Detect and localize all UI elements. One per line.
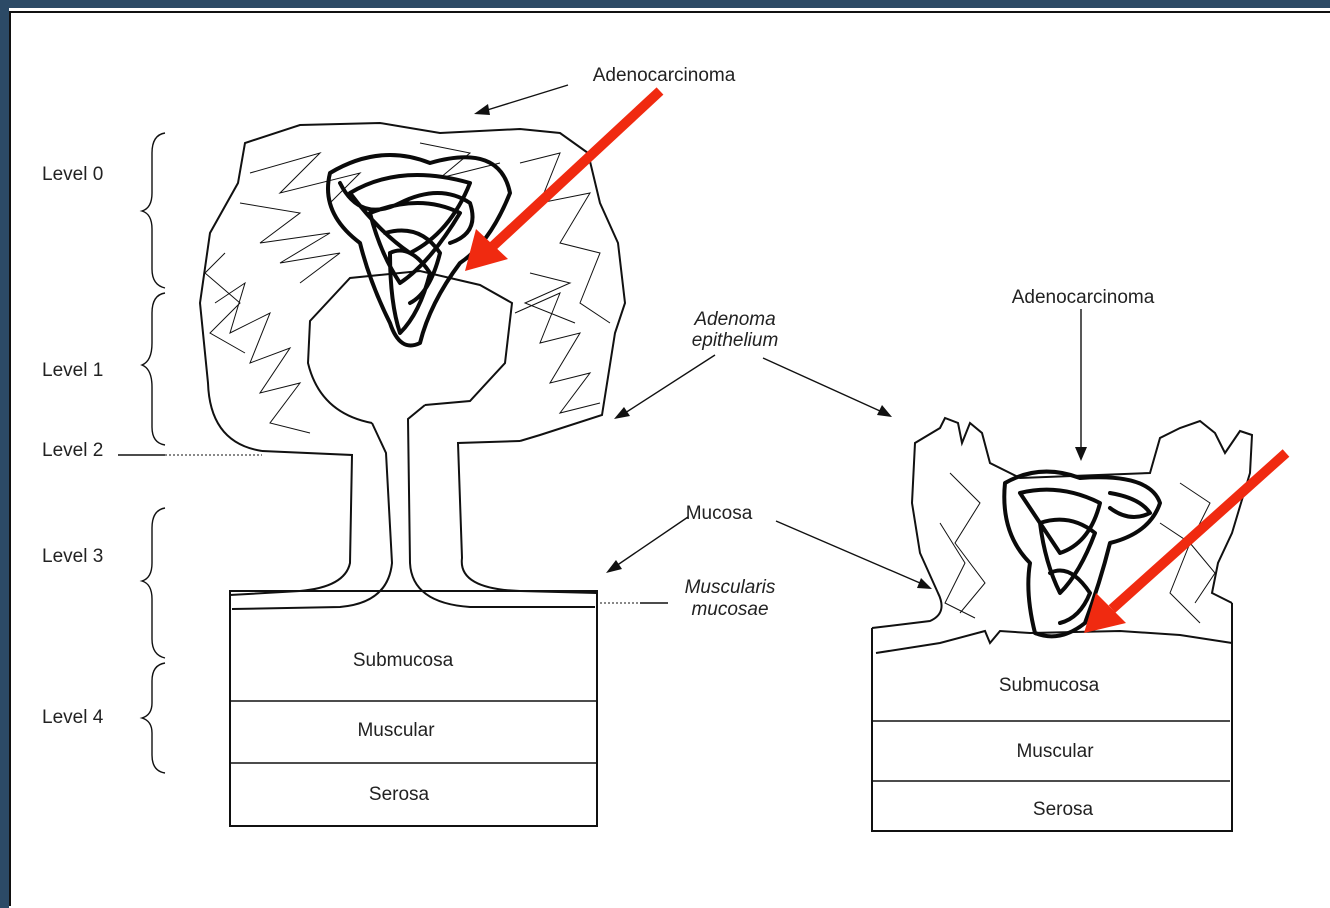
- right-serosa-label: Serosa: [1033, 799, 1094, 820]
- adenoma-epithelium-label-1: Adenoma: [693, 309, 775, 330]
- level0-label: Level 0: [42, 164, 103, 185]
- right-muscular-label: Muscular: [1016, 741, 1094, 762]
- muscularis-label-1: Muscularis: [685, 577, 776, 598]
- brace-level1: [142, 293, 165, 445]
- polyp-diagram: Level 0 Level 1 Level 2 Level 3 Level 4 …: [9, 11, 1330, 908]
- mucosa-label: Mucosa: [686, 503, 753, 524]
- brace-level0: [142, 133, 165, 288]
- right-submucosa-label: Submucosa: [999, 675, 1100, 696]
- brace-level4: [142, 663, 165, 773]
- left-stalk-outline: [230, 441, 597, 595]
- left-serosa-label: Serosa: [369, 784, 430, 805]
- level1-label: Level 1: [42, 360, 103, 381]
- level3-label: Level 3: [42, 546, 103, 567]
- right-polyp: [872, 418, 1252, 831]
- brace-level3: [142, 508, 165, 658]
- muscularis-label-2: mucosae: [691, 599, 768, 620]
- level-braces: [118, 133, 262, 773]
- right-tumor-scribble: [1004, 472, 1160, 637]
- adenocarcinoma-left-arrow: [474, 85, 568, 115]
- adenocarcinoma-right-label: Adenocarcinoma: [1012, 287, 1155, 308]
- adenocarcinoma-left-label: Adenocarcinoma: [593, 65, 736, 86]
- left-muscular-label: Muscular: [357, 720, 435, 741]
- adenoma-epithelium-arrows: [614, 355, 892, 419]
- left-submucosa-label: Submucosa: [353, 650, 454, 671]
- level2-label: Level 2: [42, 440, 103, 461]
- left-epithelium-scribble: [205, 143, 610, 433]
- right-polyp-outline: [872, 418, 1252, 628]
- adenoma-epithelium-label-2: epithelium: [692, 330, 779, 351]
- adenocarcinoma-right-arrow: [1075, 309, 1087, 461]
- diagram-canvas: Level 0 Level 1 Level 2 Level 3 Level 4 …: [9, 8, 1330, 908]
- level4-label: Level 4: [42, 707, 104, 728]
